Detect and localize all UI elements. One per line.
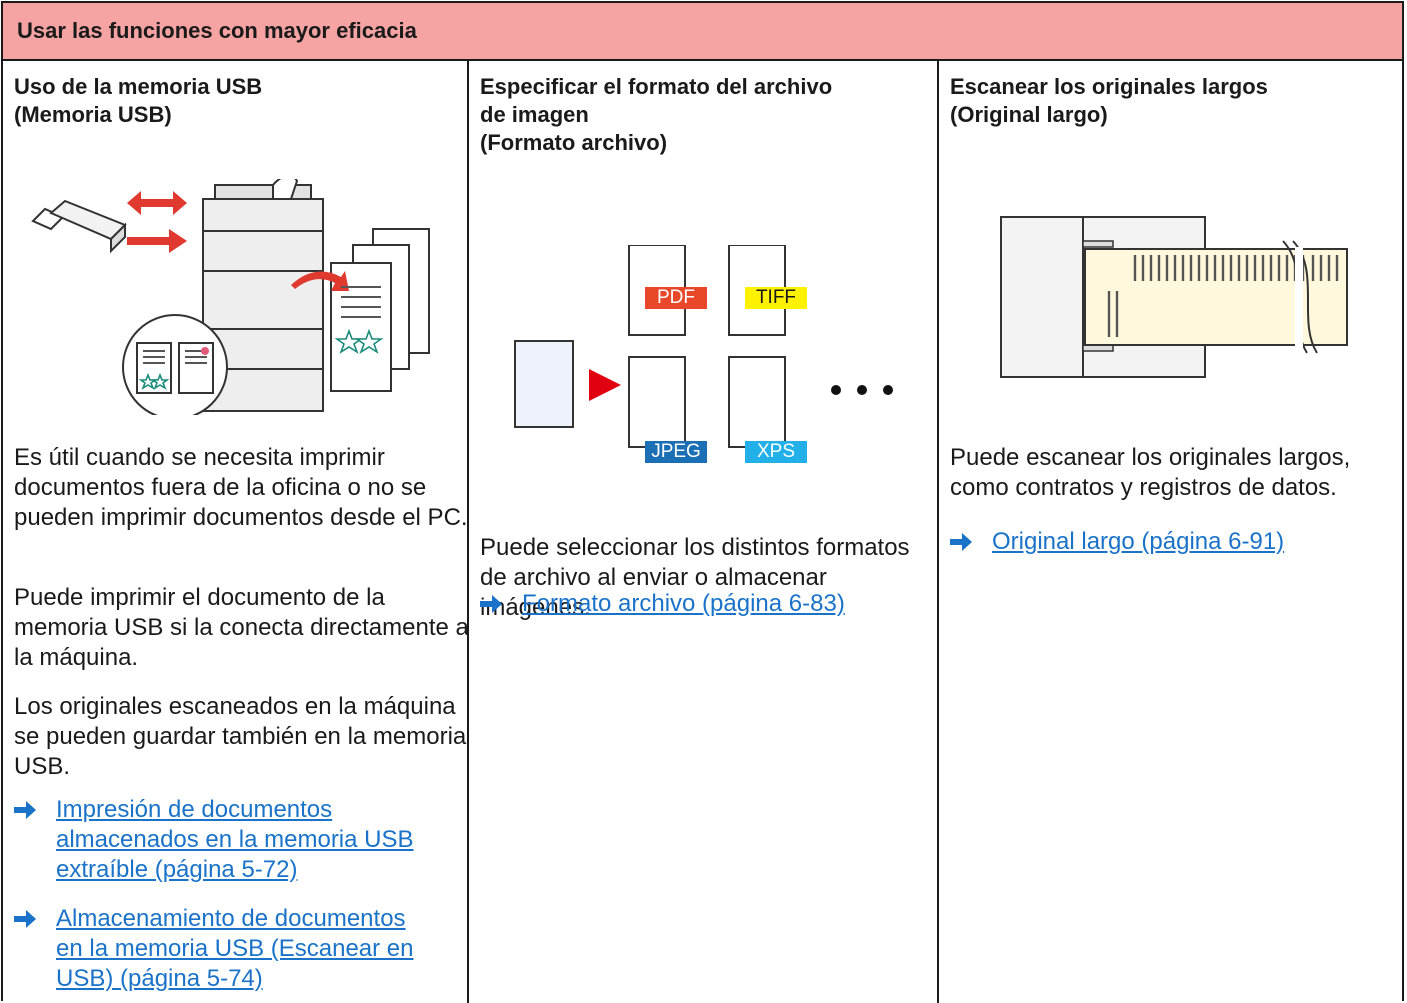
paragraph: Puede escanear los originales largos, co… <box>950 444 1351 501</box>
xps-label: XPS <box>745 441 807 463</box>
arrow-right-icon <box>480 595 502 613</box>
column-long-original: Escanear los originales largos (Original… <box>939 61 1402 1003</box>
pdf-label: PDF <box>645 287 707 309</box>
file-format-illustration: PDF TIFF JPEG XPS <box>509 245 909 475</box>
link-row: Original largo (página 6-91) <box>950 527 1284 557</box>
column-title: Uso de la memoria USB (Memoria USB) <box>14 74 263 127</box>
paragraph: Puede seleccionar los distintos formatos… <box>480 534 910 621</box>
link-row: Impresión de documentos almacenados en l… <box>14 795 414 885</box>
link-usb-scan[interactable]: Almacenamiento de documentos en la memor… <box>56 905 414 992</box>
jpeg-label: JPEG <box>645 441 707 463</box>
paragraph: Puede imprimir el documento de la memori… <box>14 584 469 671</box>
column-title: Escanear los originales largos (Original… <box>950 74 1268 127</box>
paragraph: Los originales escaneados en la máquina … <box>14 693 467 780</box>
paragraph: Es útil cuando se necesita imprimir docu… <box>14 444 468 531</box>
column-usb-memory: Uso de la memoria USB (Memoria USB) <box>3 61 469 1003</box>
tiff-label: TIFF <box>745 287 807 309</box>
link-row: Formato archivo (página 6-83) <box>480 589 845 619</box>
column-title: Especificar el formato del archivo de im… <box>480 74 833 155</box>
link-file-format[interactable]: Formato archivo (página 6-83) <box>522 590 845 617</box>
arrow-right-icon <box>14 910 36 928</box>
arrow-right-icon <box>950 533 972 551</box>
link-usb-print[interactable]: Impresión de documentos almacenados en l… <box>56 796 414 883</box>
column-file-format: Especificar el formato del archivo de im… <box>469 61 939 1003</box>
link-row: Almacenamiento de documentos en la memor… <box>14 904 414 994</box>
banner-title: Usar las funciones con mayor eficacia <box>17 18 417 43</box>
long-original-illustration <box>1000 216 1348 378</box>
usb-printer-illustration <box>31 179 430 415</box>
link-long-original[interactable]: Original largo (página 6-91) <box>992 528 1285 555</box>
format-graphics <box>514 245 893 448</box>
arrow-right-icon <box>14 801 36 819</box>
section-banner: Usar las funciones con mayor eficacia <box>3 3 1402 61</box>
